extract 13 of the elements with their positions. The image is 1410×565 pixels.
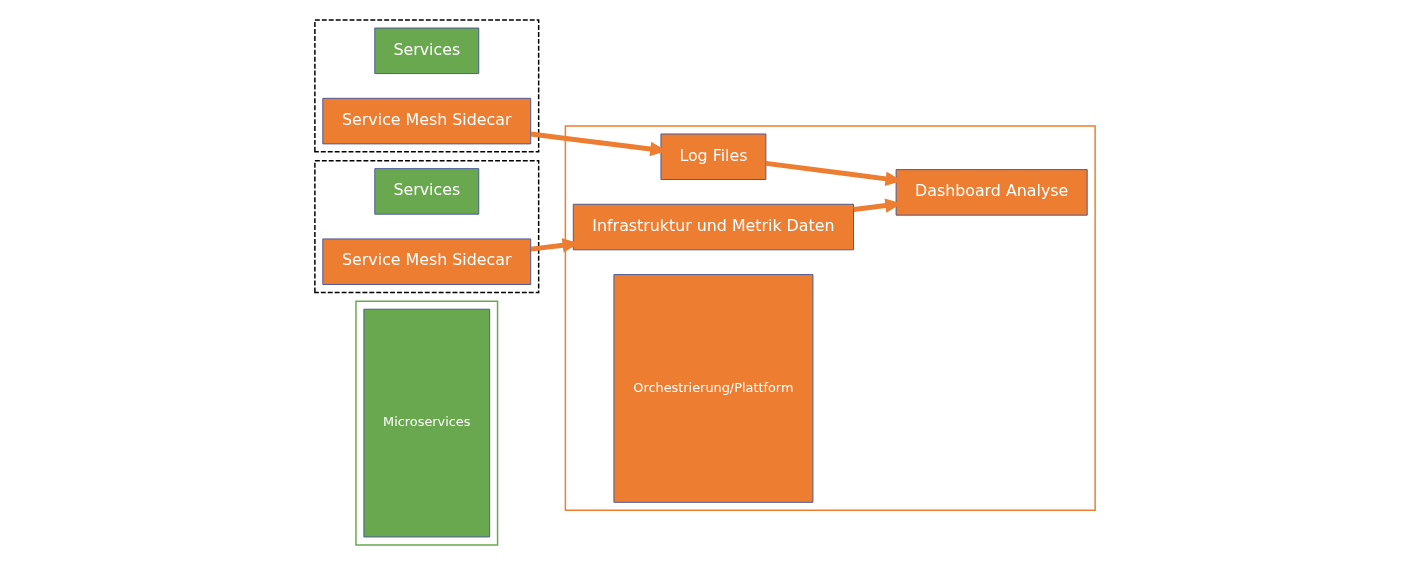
node-box: Orchestrierung/Plattform: [613, 274, 814, 503]
node-box: Dashboard Analyse: [895, 169, 1088, 216]
node-box: Infrastruktur und Metrik Daten: [572, 203, 854, 251]
cluster: [355, 300, 499, 546]
cluster: [314, 159, 540, 294]
cluster: [564, 125, 1096, 511]
node-box: Service Mesh Sidecar: [322, 97, 532, 145]
node-box: Service Mesh Sidecar: [322, 238, 532, 285]
node-box: Microservices: [363, 308, 491, 538]
node-box: Services: [374, 27, 480, 75]
cluster: [314, 19, 540, 153]
node-box: Services: [374, 168, 480, 215]
node-box: Log Files: [660, 133, 767, 180]
